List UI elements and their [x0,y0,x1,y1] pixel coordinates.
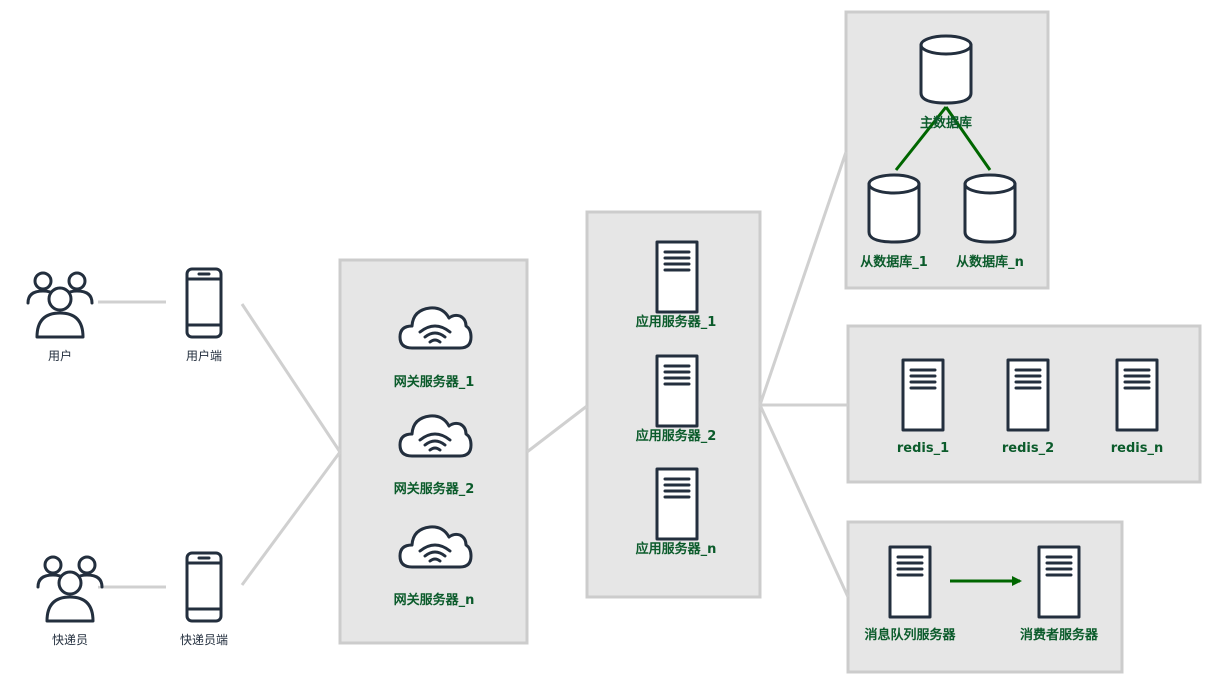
mobile-phone-icon [185,267,223,339]
master-db-label: 主数据库 [920,115,972,131]
app-server-label: 应用服务器_1 [636,314,717,330]
server-icon [655,240,699,314]
slave-db-label: 从数据库_n [956,254,1024,270]
users-icon [26,271,94,339]
connector-courier-gateway [240,451,342,586]
server-icon [655,354,699,428]
gateway-server-label: 网关服务器_2 [394,481,475,497]
courier-mobile-phone-icon [185,551,223,623]
connector-user-gateway [240,303,342,453]
server-icon [1037,545,1081,619]
gateway-server-label: 网关服务器_1 [394,374,475,390]
user-client-label: 用户端 [186,348,222,363]
replication-line [944,106,992,171]
app-server-label: 应用服务器_2 [636,428,717,444]
connectors [98,151,850,598]
replication-line [894,106,948,171]
database-icon [963,173,1017,244]
courier-client-label: 快递员端 [180,633,228,647]
app-server-label: 应用服务器_n [636,541,717,557]
database-icon [867,173,921,244]
redis-node-label: redis_2 [1002,441,1054,456]
mq-server-label: 消息队列服务器 [864,627,956,643]
database-icon [919,34,973,105]
connector-gateway-app [526,404,588,454]
gateway-server-label: 网关服务器_n [394,592,475,608]
slave-db-label: 从数据库_1 [860,254,928,270]
server-icon [901,358,945,432]
redis-node-label: redis_1 [897,441,949,456]
server-icon [888,545,932,619]
connector-app-mq [758,404,850,598]
user-label: 用户 [48,348,72,363]
courier-label: 快递员 [52,633,88,647]
server-icon [1115,358,1159,432]
server-icon [1006,358,1050,432]
courier-users-icon [36,555,104,623]
server-icon [655,467,699,541]
redis-node-label: redis_n [1111,441,1163,456]
connector-app-database [758,151,848,406]
consumer-server-label: 消费者服务器 [1020,627,1099,643]
